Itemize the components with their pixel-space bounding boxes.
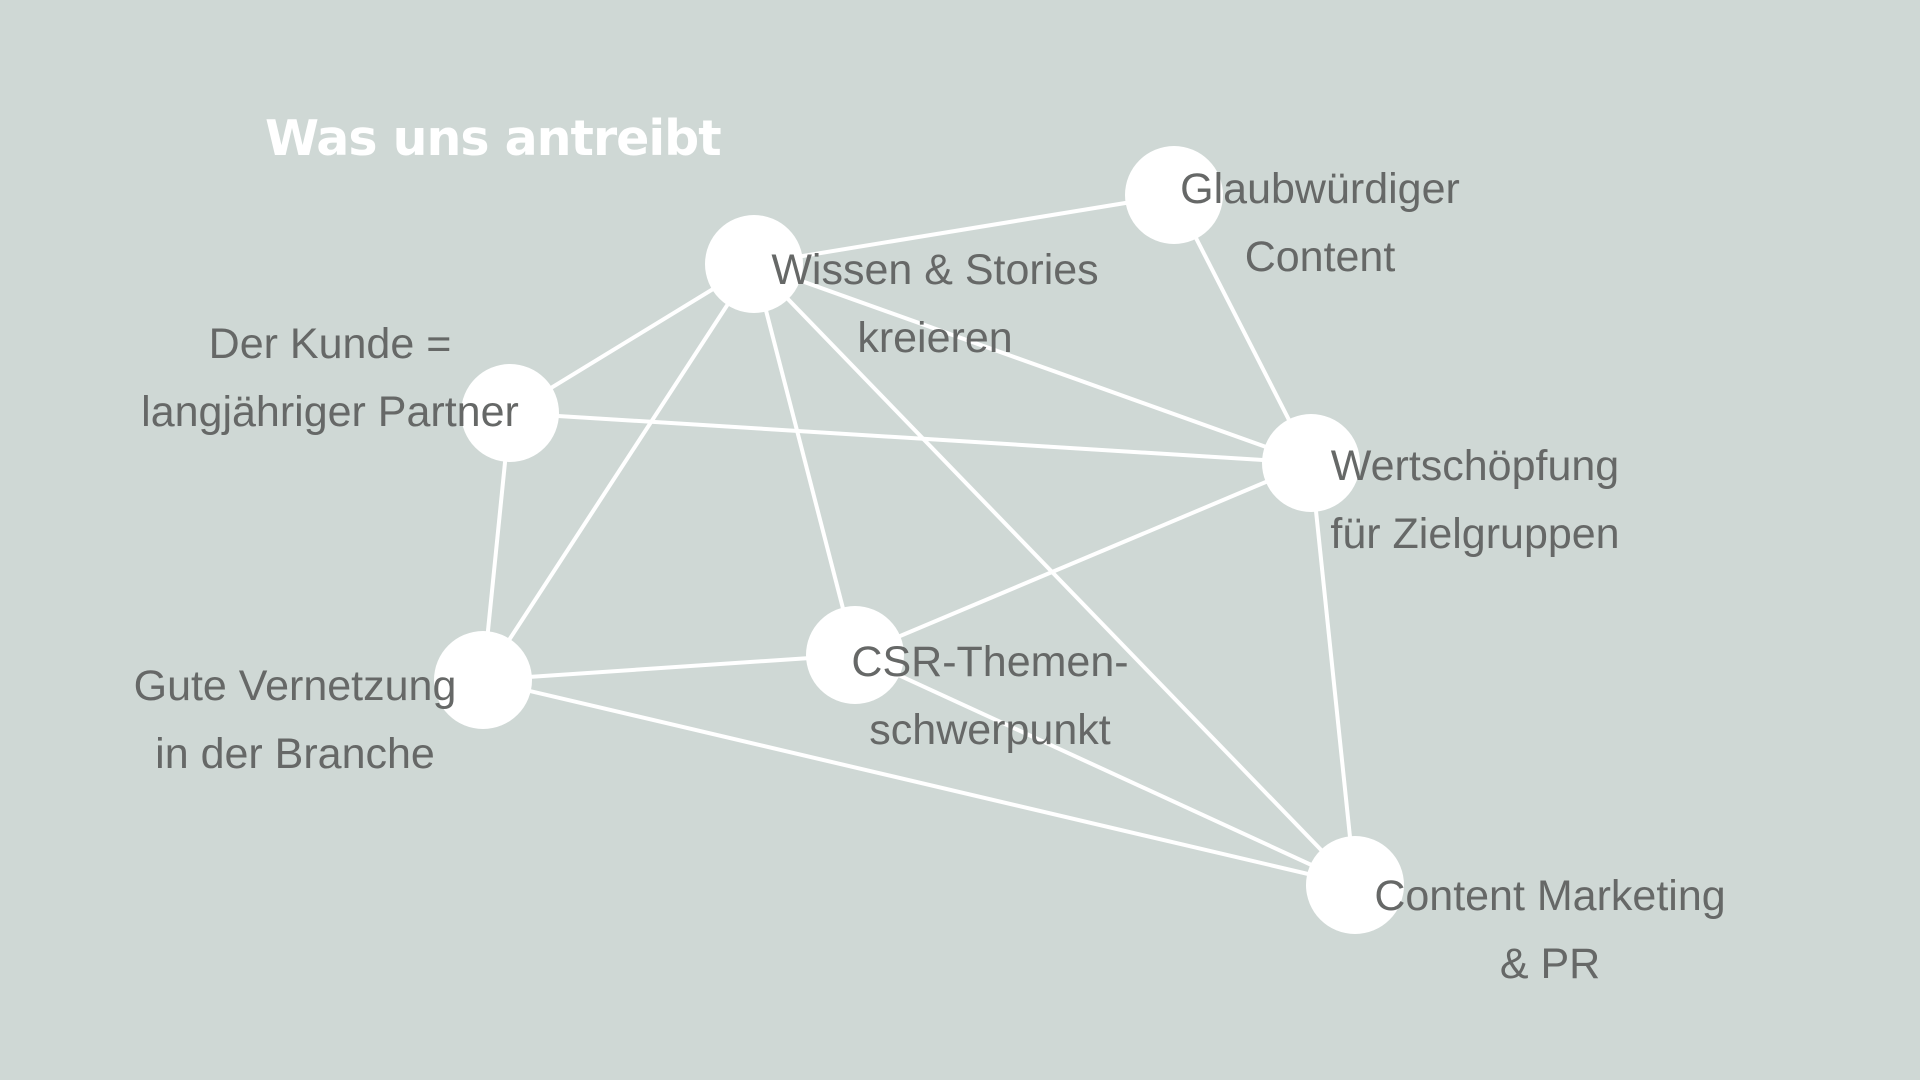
node-label-csr: CSR-Themen- schwerpunkt (851, 638, 1129, 754)
node-kunde (461, 364, 559, 462)
node-label-glaub: Glaubwürdiger Content (1180, 165, 1460, 281)
node-layer (434, 146, 1404, 934)
node-content (1306, 836, 1404, 934)
edge-wissen-csr (752, 263, 857, 656)
edge-gute-content (482, 678, 1356, 887)
node-glaub (1125, 146, 1223, 244)
edge-wissen-gute (481, 262, 756, 682)
edge-wissen-content (752, 262, 1357, 887)
node-gute (434, 631, 532, 729)
edge-gute-csr (482, 653, 856, 682)
node-label-gute: Gute Vernetzung in der Branche (133, 662, 457, 778)
node-label-wert: Wertschöpfung für Zielgruppen (1330, 442, 1620, 558)
edge-glaub-wert (1172, 194, 1313, 464)
node-wert (1262, 414, 1360, 512)
node-label-wissen: Wissen & Stories kreieren (771, 246, 1099, 362)
node-wissen (705, 215, 803, 313)
edge-wissen-wert (753, 262, 1312, 465)
edge-wert-csr (854, 461, 1312, 657)
node-label-kunde: Der Kunde = langjähriger Partner (141, 320, 519, 436)
node-label-content: Content Marketing & PR (1374, 872, 1726, 988)
edge-kunde-wert (509, 411, 1312, 465)
edge-wert-content (1309, 462, 1357, 886)
edge-csr-content (854, 653, 1356, 887)
edge-wissen-glaub (753, 193, 1175, 266)
diagram-title: Was uns antreibt (265, 110, 722, 167)
node-csr (806, 606, 904, 704)
